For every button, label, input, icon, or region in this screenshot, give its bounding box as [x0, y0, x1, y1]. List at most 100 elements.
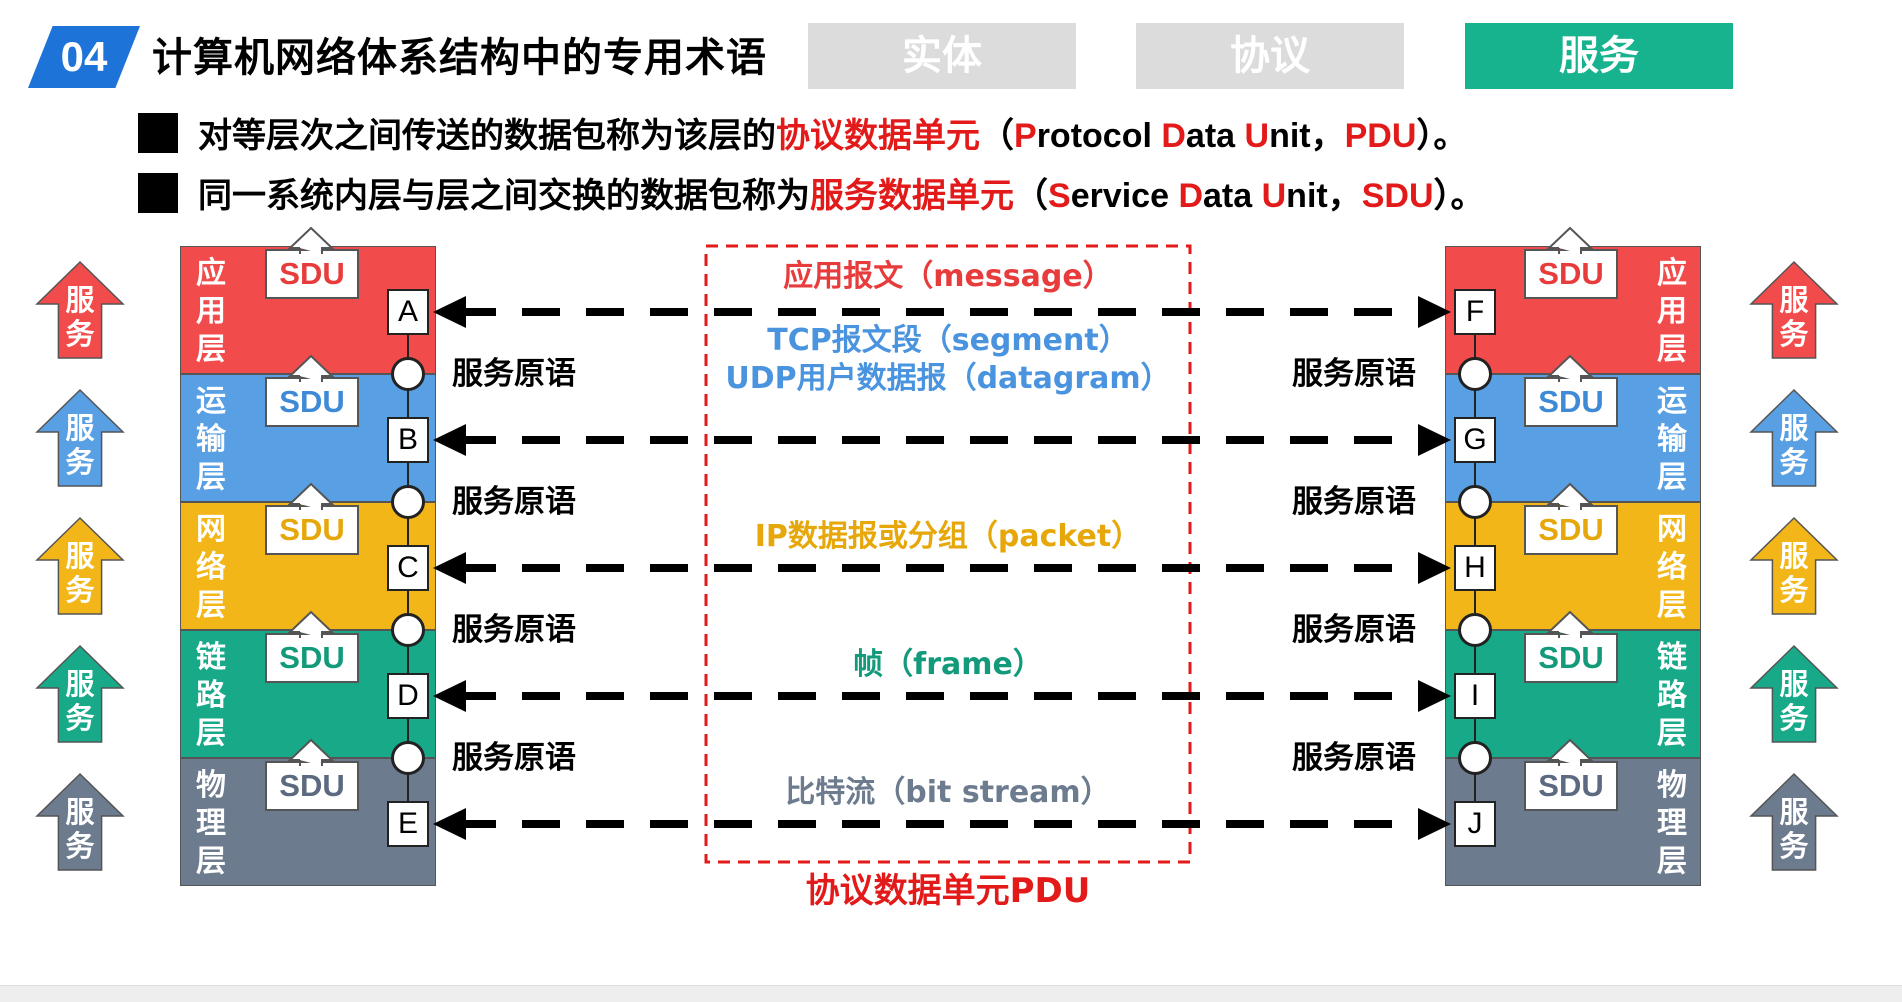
sap-e: E — [387, 801, 429, 847]
layer-name: 物理层 — [196, 768, 226, 879]
layer-name: 应用层 — [1657, 256, 1687, 367]
left-service-arrow: 服务 — [35, 644, 125, 744]
service-primitive-circle — [1458, 357, 1492, 391]
pdu-label: TCP报文段（segment） — [767, 323, 1129, 358]
tab-protocol[interactable]: 协议 — [1136, 23, 1404, 89]
left-service-arrow: 服务 — [35, 260, 125, 360]
service-primitive-circle — [391, 613, 425, 647]
sdu-box: SDU — [265, 249, 359, 299]
service-text: 务 — [1779, 573, 1809, 607]
sdu-box: SDU — [1524, 377, 1618, 427]
service-text: 服 — [65, 667, 95, 701]
service-text: 服 — [65, 795, 95, 829]
service-primitive-circle — [391, 741, 425, 775]
up-arrow-icon — [35, 644, 125, 743]
service-text: 服 — [1779, 411, 1809, 445]
up-arrow-icon — [1749, 260, 1839, 359]
service-primitive-label: 服务原语 — [1292, 612, 1416, 648]
sap-h: H — [1454, 545, 1496, 591]
slide-title: 计算机网络体系结构中的专用术语 — [152, 35, 767, 81]
tab-service[interactable]: 服务 — [1465, 23, 1733, 89]
right-service-arrow: 服务 — [1749, 388, 1839, 488]
bullet-square-icon — [138, 173, 178, 213]
service-text: 务 — [1779, 445, 1809, 479]
up-arrow-icon — [1749, 516, 1839, 615]
service-text: 服 — [1779, 795, 1809, 829]
layer-name: 网络层 — [196, 512, 226, 623]
service-primitive-label: 服务原语 — [452, 356, 576, 392]
service-primitive-label: 服务原语 — [1292, 356, 1416, 392]
tab-entity[interactable]: 实体 — [808, 23, 1076, 89]
sap-a: A — [387, 289, 429, 335]
up-arrow-icon — [1749, 388, 1839, 487]
pdu-label: IP数据报或分组（packet） — [754, 519, 1142, 554]
sdu-box: SDU — [265, 377, 359, 427]
right-service-arrow: 服务 — [1749, 516, 1839, 616]
layer-name: 运输层 — [196, 384, 226, 495]
sdu-box: SDU — [265, 633, 359, 683]
up-arrow-icon — [35, 388, 125, 487]
left-service-arrow: 服务 — [35, 772, 125, 872]
up-arrow-icon — [35, 772, 125, 871]
sap-j: J — [1454, 801, 1496, 847]
sap-g: G — [1454, 417, 1496, 463]
pdu-caption: 协议数据单元PDU — [805, 871, 1091, 911]
service-primitive-label: 服务原语 — [452, 612, 576, 648]
up-arrow-icon — [1749, 644, 1839, 743]
service-text: 服 — [65, 411, 95, 445]
layer-name: 链路层 — [196, 640, 226, 751]
service-primitive-circle — [391, 485, 425, 519]
sdu-box: SDU — [265, 761, 359, 811]
layer-name: 网络层 — [1657, 512, 1687, 623]
service-text: 服 — [65, 539, 95, 573]
service-text: 服 — [1779, 539, 1809, 573]
pdu-label: 帧（frame） — [853, 647, 1043, 682]
service-text: 务 — [1779, 317, 1809, 351]
pdu-label: UDP用户数据报（datagram） — [725, 361, 1171, 396]
sap-b: B — [387, 417, 429, 463]
service-text: 务 — [1779, 829, 1809, 863]
right-service-arrow: 服务 — [1749, 644, 1839, 744]
bullet-pdu: 对等层次之间传送的数据包称为该层的协议数据单元（Protocol Data Un… — [138, 112, 1467, 160]
bullet-sdu: 同一系统内层与层之间交换的数据包称为服务数据单元（Service Data Un… — [138, 172, 1485, 220]
service-primitive-label: 服务原语 — [452, 740, 576, 776]
service-text: 务 — [1779, 701, 1809, 735]
section-number-badge: 04 — [28, 26, 140, 88]
bullet-square-icon — [138, 113, 178, 153]
service-text: 务 — [65, 701, 95, 735]
left-stack-layer: 物理层 SDU — [180, 758, 436, 886]
service-primitive-label: 服务原语 — [1292, 740, 1416, 776]
service-text: 务 — [65, 445, 95, 479]
left-service-arrow: 服务 — [35, 388, 125, 488]
sap-f: F — [1454, 289, 1496, 335]
pdu-label: 比特流（bit stream） — [785, 775, 1111, 810]
sap-c: C — [387, 545, 429, 591]
right-stack-layer: 物理层 SDU — [1445, 758, 1701, 886]
service-text: 务 — [65, 829, 95, 863]
arrowhead-left-icon — [433, 296, 466, 328]
arrowhead-left-icon — [433, 680, 466, 712]
sdu-box: SDU — [1524, 761, 1618, 811]
arrowhead-left-icon — [433, 424, 466, 456]
right-service-arrow: 服务 — [1749, 772, 1839, 872]
service-text: 服 — [1779, 667, 1809, 701]
arrowhead-left-icon — [433, 808, 466, 840]
layer-name: 物理层 — [1657, 768, 1687, 879]
sdu-box: SDU — [265, 505, 359, 555]
slide-footer-bar — [0, 985, 1902, 1002]
arrowhead-left-icon — [433, 552, 466, 584]
sap-i: I — [1454, 673, 1496, 719]
up-arrow-icon — [35, 260, 125, 359]
service-text: 务 — [65, 317, 95, 351]
layer-name: 应用层 — [196, 256, 226, 367]
service-primitive-circle — [1458, 485, 1492, 519]
left-service-arrow: 服务 — [35, 516, 125, 616]
pdu-label: 应用报文（message） — [783, 259, 1113, 294]
service-primitive-label: 服务原语 — [452, 484, 576, 520]
service-text: 服 — [65, 283, 95, 317]
sdu-box: SDU — [1524, 249, 1618, 299]
sdu-box: SDU — [1524, 633, 1618, 683]
layer-name: 运输层 — [1657, 384, 1687, 495]
service-primitive-circle — [1458, 613, 1492, 647]
layer-name: 链路层 — [1657, 640, 1687, 751]
